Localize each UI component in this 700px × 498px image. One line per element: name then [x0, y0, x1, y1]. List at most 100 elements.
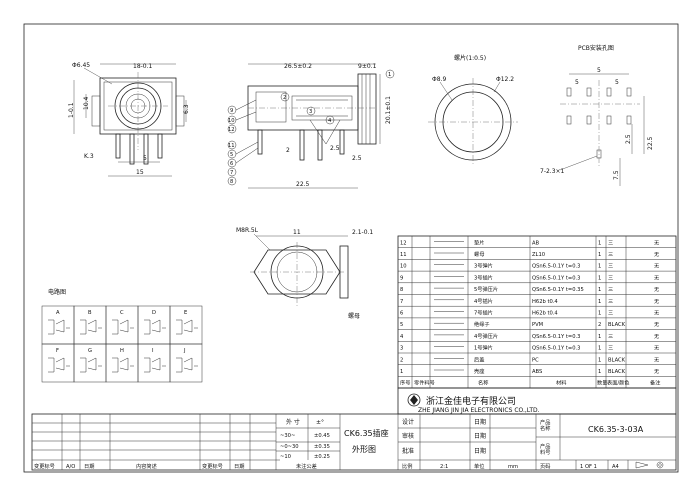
circuit-cell: [137, 343, 171, 383]
bom-cell: 无: [654, 333, 659, 340]
circuit-cell-label: F: [56, 348, 59, 354]
bom-cell: 1号弹片: [474, 344, 493, 352]
bom-cell: PC: [532, 357, 539, 363]
pcb-view: PCB安装孔图 5 5 5 22.5 2.5 7.5 7-2.3×1: [540, 44, 654, 186]
bom-header: 零件料号: [414, 379, 435, 387]
dim-pitch: 5: [143, 155, 147, 162]
bom-cell: QSn6.5-0.1Y t=0.3: [532, 275, 580, 281]
product-label: 产品名称: [540, 418, 550, 432]
bom-cell: 9: [400, 275, 403, 281]
balloon-8: 8: [227, 176, 237, 186]
balloon-10: 10: [227, 115, 237, 125]
dim-pin: K.3: [84, 153, 94, 160]
rev-header: 日期: [84, 463, 94, 470]
tol-row-3-val: ±0.25: [314, 454, 330, 460]
circuit-cell-label: D: [152, 310, 156, 316]
rev-header: 变更标号: [202, 462, 223, 470]
dim-base: 1-0.1: [68, 102, 75, 118]
bom-cell: 三: [608, 333, 613, 340]
tol-head-a: 外 寸: [286, 418, 300, 426]
bom-cell: 4号弹压片: [474, 332, 498, 340]
dim-nut-width: 11: [293, 229, 301, 236]
bom-cell: 11: [400, 252, 407, 258]
bom-cell: QSn6.5-0.1Y t=0.3: [532, 346, 580, 352]
svg-text:1: 1: [388, 72, 391, 78]
svg-text:4: 4: [328, 118, 332, 124]
bom-cell: 1: [598, 240, 601, 246]
svg-text:2: 2: [283, 95, 286, 101]
bom-cell: 无: [654, 239, 659, 246]
balloon-11: 11: [227, 140, 237, 150]
bom-header: 表面/颜色: [607, 379, 630, 387]
bom-cell: QSn6.5-0.1Y t=0.35: [532, 287, 584, 293]
bom-cell: 无: [654, 274, 659, 281]
bom-cell: 无: [654, 356, 659, 363]
bom-cell: H62b t0.4: [532, 299, 558, 305]
bom-cell: 三: [608, 239, 613, 246]
contact-symbol: [48, 357, 70, 373]
dim-pcb-low: 7.5: [613, 170, 620, 180]
bom-cell: 2: [400, 357, 403, 363]
dim-diameter: Φ6.45: [72, 62, 90, 69]
bom-header: 序号: [400, 379, 410, 387]
bom-cell: BLACK: [608, 369, 626, 375]
circuit-cell: [169, 343, 203, 383]
bom-cell: ZL10: [532, 252, 545, 258]
dim-width: 18-0.1: [133, 63, 153, 70]
page-value: 1 OF 1: [580, 464, 597, 470]
bom-cell: 1: [598, 334, 601, 340]
circuit-cell-label: G: [88, 348, 92, 354]
svg-text:12: 12: [228, 127, 235, 133]
bom-cell: 无: [654, 345, 659, 352]
company-name-cn: 浙江金佳电子有限公司: [426, 395, 516, 407]
dim-height: 10.4: [83, 96, 90, 110]
contact-symbol: [80, 357, 102, 373]
dim-leg-b: 2.5: [330, 145, 340, 152]
balloon-12: 12: [227, 124, 237, 134]
dim-overall: 22.5: [296, 181, 310, 188]
tol-row-1-val: ±0.45: [314, 433, 330, 439]
tol-head-b: ±°: [316, 419, 324, 426]
dim-pcb-b: 5: [615, 79, 619, 86]
rev-header: A/O: [66, 464, 75, 470]
svg-text:3: 3: [309, 109, 312, 115]
circuit-cell-label: C: [120, 310, 124, 316]
contact-symbol: [144, 357, 166, 373]
company-logo: [407, 393, 421, 407]
contact-symbol: [176, 319, 198, 335]
bom-cell: 无: [654, 251, 659, 258]
bom-cell: 7: [400, 299, 403, 305]
role-review: 审核: [402, 432, 414, 440]
bom-cell: 三: [608, 274, 613, 281]
role-design: 设计: [402, 418, 414, 426]
unit-label: 单位: [474, 462, 484, 470]
bom-cell: QSn6.5-0.1Y t=0.3: [532, 264, 580, 270]
dim-thread: M8R.5L: [236, 227, 259, 234]
bom-cell: 绝缘子: [474, 320, 490, 328]
scale-value: 2:1: [440, 464, 448, 470]
part-number: CK6.35-3-03A: [588, 425, 644, 434]
bom-header: 备注: [650, 379, 660, 387]
rev-header: 日期: [234, 463, 244, 470]
circuit-cell-label: H: [120, 348, 124, 354]
part-no-label: 产品料号: [540, 442, 550, 456]
bom-cell: 2: [598, 322, 601, 328]
balloon-7: 7: [227, 167, 237, 177]
bom-cell: 1: [598, 287, 601, 293]
svg-text:9: 9: [230, 108, 233, 114]
bom-cell: 后盖: [474, 355, 484, 363]
bom-cell: H62b t0.4: [532, 311, 558, 317]
contact-symbol: [48, 319, 70, 335]
title-block: 浙江金佳电子有限公司 ZHE JIANG JIN JIA ELECTRONICS…: [31, 387, 677, 471]
bom-cell: 4号插片: [474, 297, 493, 305]
dim-pin-span: 15: [136, 169, 144, 176]
dim-outer: Φ12.2: [496, 76, 514, 83]
bom-cell: QSn6.5-0.1Y t=0.3: [532, 334, 580, 340]
front-view: 18-0.1 Φ6.45 10.4 1-0.1 6.3 5 15 K.3: [68, 62, 190, 177]
tol-row-2-range: ~0~30: [280, 444, 299, 450]
circuit-cell-label: J: [183, 348, 186, 354]
balloon-5: 5: [227, 149, 237, 159]
bom-cell: 5: [400, 322, 403, 328]
bom-cell: 1: [598, 252, 601, 258]
